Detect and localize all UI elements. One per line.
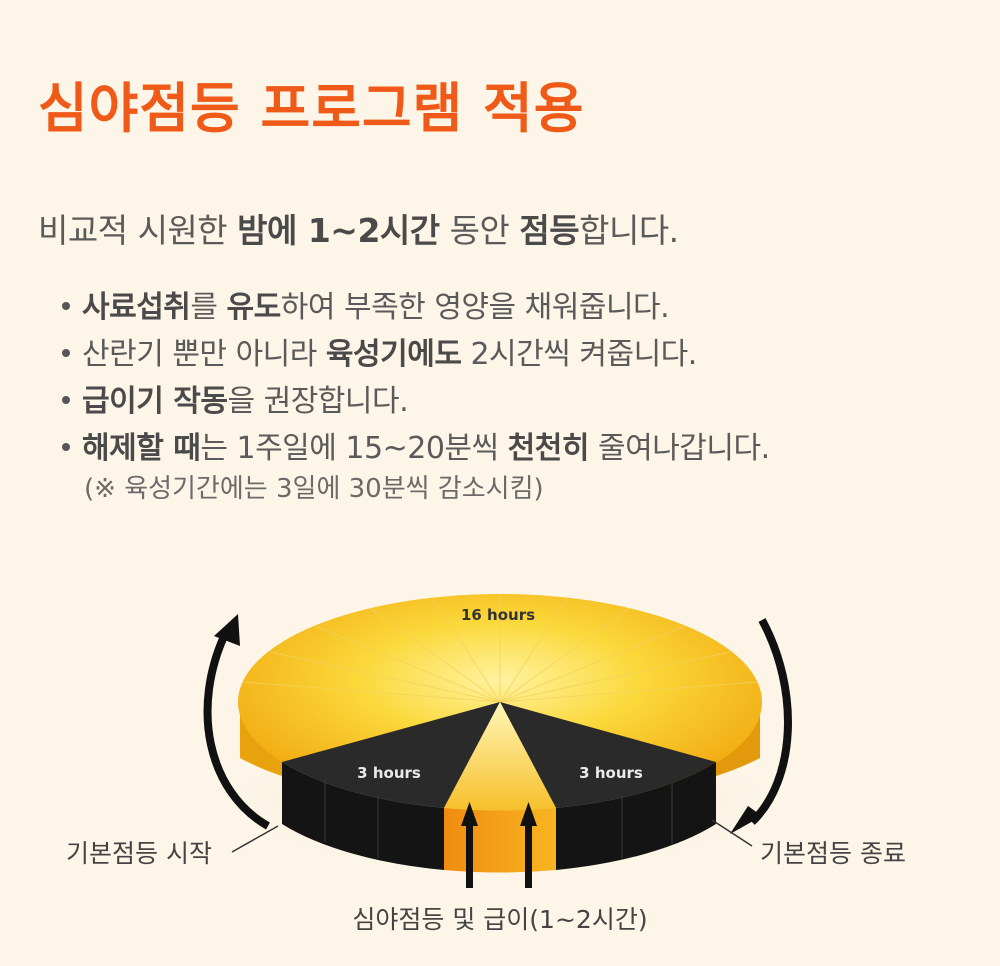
start-pointer-line bbox=[231, 825, 279, 853]
slice-side-right bbox=[556, 762, 716, 870]
slice-night-lighting-side bbox=[444, 808, 556, 873]
slice-side-left bbox=[282, 762, 444, 870]
bullet-item: 해제할 때는 1주일에 15~20분씩 천천히 줄여나갑니다. bbox=[62, 425, 770, 472]
bullet-item: 급이기 작동을 권장합니다. bbox=[62, 378, 770, 425]
slice-label-right: 3 hours bbox=[579, 764, 643, 782]
pie-radial-lines bbox=[242, 594, 758, 703]
page-title: 심야점등 프로그램 적용 bbox=[38, 77, 585, 140]
label-night-feeding: 심야점등 및 급이(1~2시간) bbox=[352, 905, 647, 934]
note-text: (※ 육성기간에는 3일에 30분씩 감소시킴) bbox=[84, 474, 544, 504]
intro-text: 비교적 시원한 밤에 1~2시간 동안 점등합니다. bbox=[38, 211, 679, 250]
start-curve-arrow bbox=[203, 630, 270, 830]
slice-label-16-hours: 16 hours bbox=[461, 606, 535, 624]
label-start: 기본점등 시작 bbox=[66, 839, 212, 868]
slice-3-hours-left bbox=[282, 702, 500, 808]
label-end: 기본점등 종료 bbox=[760, 839, 906, 868]
bullet-dot bbox=[62, 348, 70, 357]
end-arrow-head bbox=[730, 806, 762, 834]
bullet-dot bbox=[62, 442, 70, 451]
slice-label-left: 3 hours bbox=[357, 764, 421, 782]
slice-night-lighting bbox=[444, 702, 556, 811]
bullet-dot bbox=[62, 301, 70, 310]
up-arrows bbox=[461, 802, 537, 888]
end-curve-arrow bbox=[749, 618, 792, 825]
bullet-list: 사료섭취를 유도하여 부족한 영양을 채워줍니다. 산란기 뿐만 아니라 육성기… bbox=[62, 284, 770, 505]
lighting-pie-diagram: 16 hours 3 hours 3 hours 기본점등 시작 기본점등 종료… bbox=[66, 594, 906, 934]
end-pointer-line bbox=[711, 819, 753, 847]
slice-side-dividers bbox=[324, 780, 673, 858]
bullet-item: 산란기 뿐만 아니라 육성기에도 2시간씩 켜줍니다. bbox=[62, 331, 770, 378]
bullet-dot bbox=[62, 395, 70, 404]
slice-3-hours-right bbox=[500, 702, 716, 808]
start-arrow-head bbox=[214, 614, 240, 646]
bullet-item: 사료섭취를 유도하여 부족한 영양을 채워줍니다. bbox=[62, 284, 770, 331]
